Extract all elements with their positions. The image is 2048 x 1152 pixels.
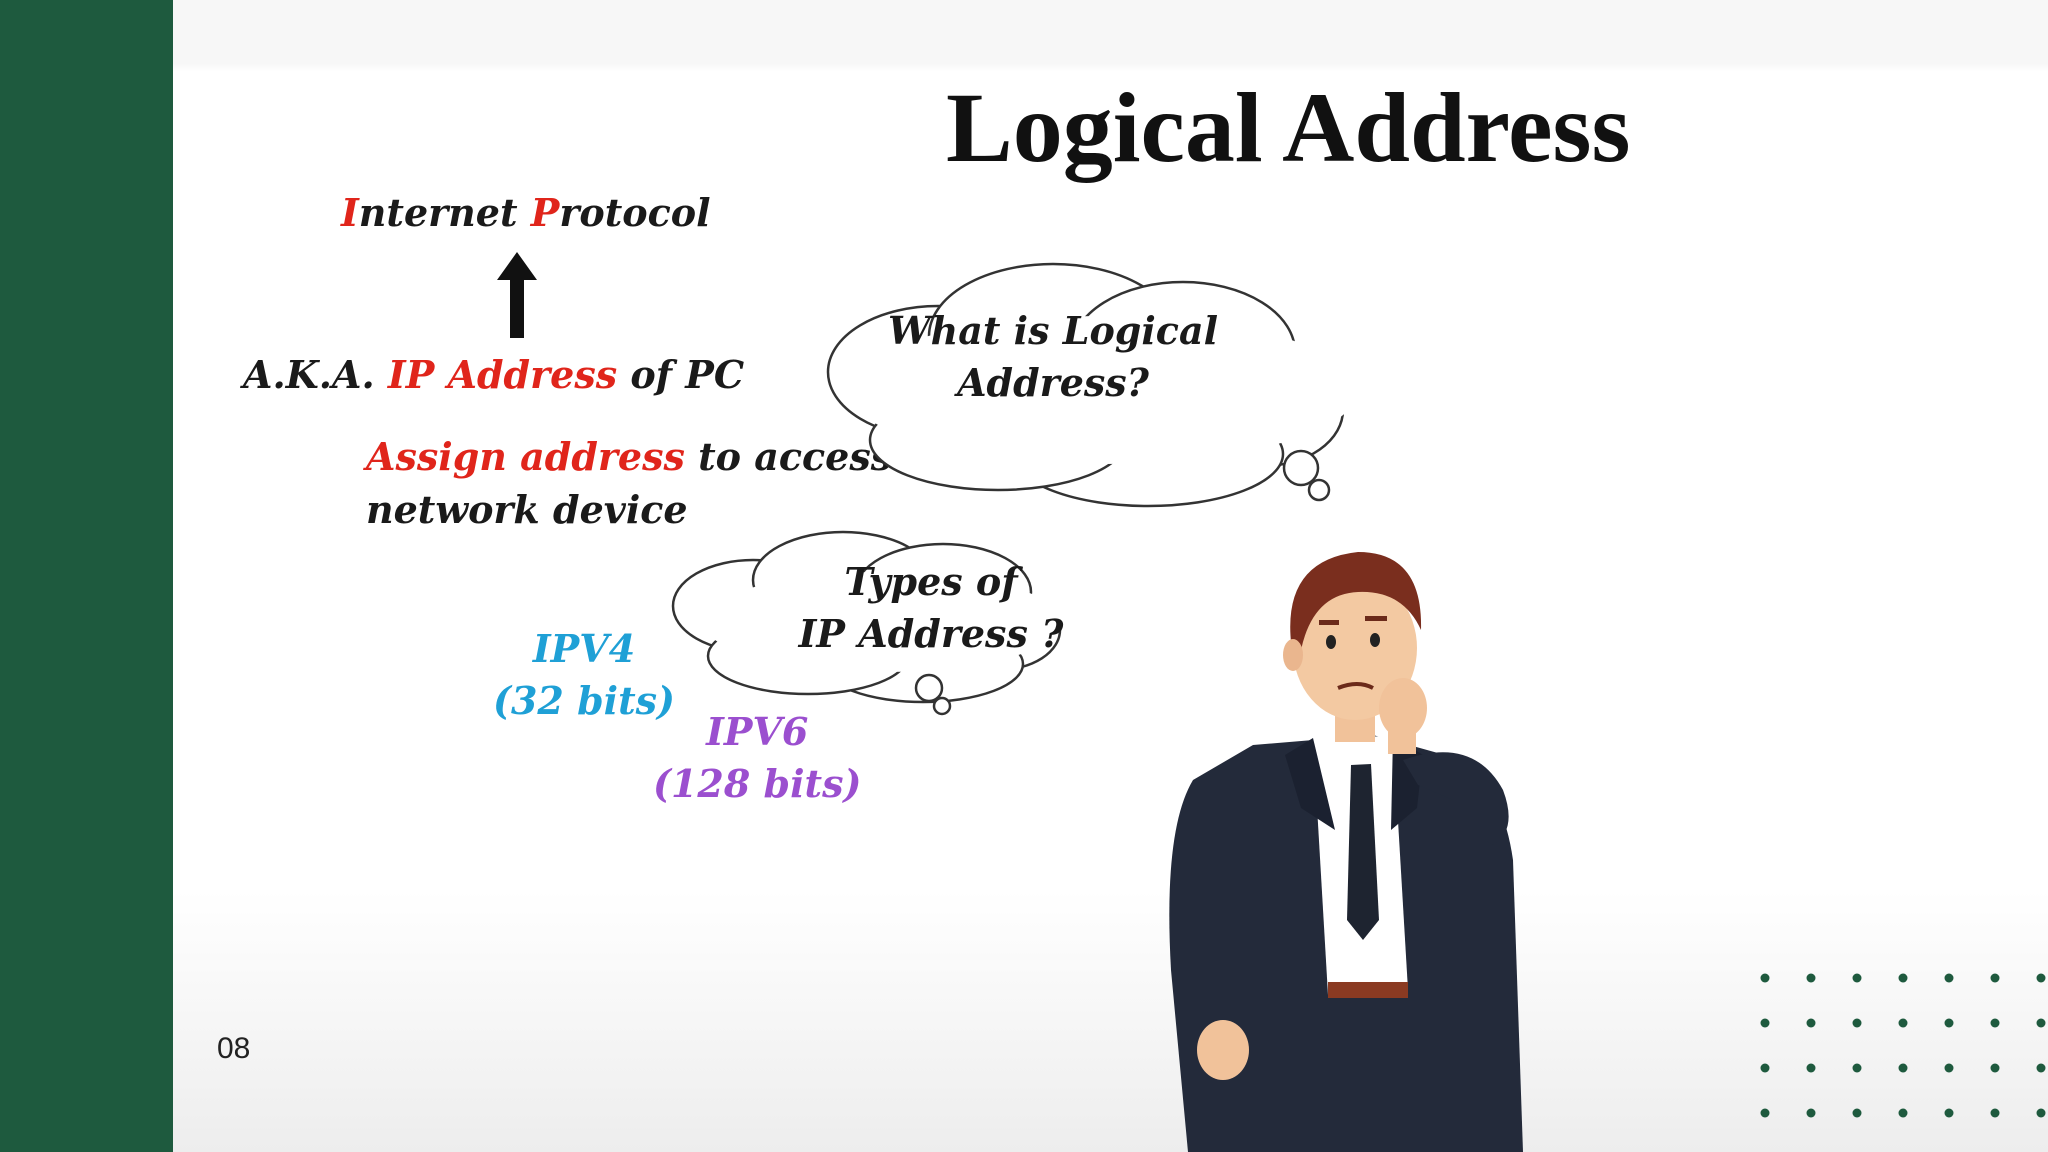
grid-dot [1944, 1108, 1954, 1118]
up-arrow-icon [497, 252, 537, 338]
word-nternet: nternet [358, 190, 531, 235]
bubble-2-line-2: IP Address ? [798, 611, 1064, 656]
grid-dot [2036, 1063, 2046, 1073]
grid-dot [1990, 1063, 2000, 1073]
thought-cloud-icon [826, 262, 1358, 508]
letter-i: I [341, 190, 359, 235]
ipv6-bits: (128 bits) [653, 761, 862, 806]
bubble-2-line-1: Types of [844, 559, 1018, 604]
aka-ip-address-line: A.K.A. IP Address of PC [243, 352, 744, 397]
page-number: 08 [217, 1032, 251, 1065]
grid-dot [1760, 973, 1770, 983]
slide: Logical Address Internet Protocol A.K.A.… [173, 0, 2048, 1152]
assign-line-1-rest: to access [684, 434, 893, 479]
ipv4-bits: (32 bits) [493, 678, 676, 723]
grid-dot [1898, 1018, 1908, 1028]
thought-bubble-1-text: What is Logical Address? [883, 305, 1223, 409]
sidebar-band [0, 0, 173, 1152]
aka-ip-address: IP Address [387, 352, 618, 397]
assign-line-1: Assign address to access [366, 430, 892, 483]
grid-dot [1990, 1108, 2000, 1118]
assign-highlight: Assign address [366, 434, 685, 479]
grid-dot [1990, 973, 2000, 983]
bubble-1-line-2: Address? [957, 360, 1149, 405]
grid-dot [1852, 973, 1862, 983]
grid-dot [1852, 1108, 1862, 1118]
grid-dot [1898, 1108, 1908, 1118]
slide-title: Logical Address [946, 72, 1631, 183]
grid-dot [1990, 1018, 2000, 1028]
ipv6-name: IPV6 [706, 709, 809, 754]
ipv6-label: IPV6 (128 bits) [653, 706, 861, 810]
thinking-businessman-illustration [1169, 552, 1523, 1152]
grid-dot [1944, 973, 1954, 983]
aka-suffix: of PC [617, 352, 745, 397]
grid-dot [1806, 973, 1816, 983]
ipv4-name: IPV4 [532, 626, 636, 671]
internet-protocol-label: Internet Protocol [341, 190, 711, 235]
assign-line-2: network device [366, 487, 688, 532]
thought-bubble-2-text: Types of IP Address ? [771, 556, 1091, 660]
assign-address-text: Assign address to access network device [366, 430, 892, 536]
grid-dot [2036, 973, 2046, 983]
grid-dot [1806, 1063, 1816, 1073]
grid-dot [1852, 1063, 1862, 1073]
grid-dot [1898, 1063, 1908, 1073]
grid-dot [1944, 1018, 1954, 1028]
ipv4-label: IPV4 (32 bits) [493, 623, 675, 727]
grid-dot [2036, 1108, 2046, 1118]
word-rotocol: rotocol [559, 190, 711, 235]
grid-dot [1944, 1063, 1954, 1073]
grid-dot [2036, 1018, 2046, 1028]
grid-dot [1806, 1108, 1816, 1118]
dot-grid-decoration [1760, 973, 2046, 1118]
grid-dot [1760, 1108, 1770, 1118]
thought-cloud-icon [671, 530, 1063, 716]
grid-dot [1760, 1063, 1770, 1073]
letter-p: P [530, 190, 560, 235]
aka-prefix: A.K.A. [243, 352, 388, 397]
bubble-1-line-1: What is Logical [887, 308, 1219, 353]
grid-dot [1806, 1018, 1816, 1028]
grid-dot [1852, 1018, 1862, 1028]
grid-dot [1898, 973, 1908, 983]
grid-dot [1760, 1018, 1770, 1028]
